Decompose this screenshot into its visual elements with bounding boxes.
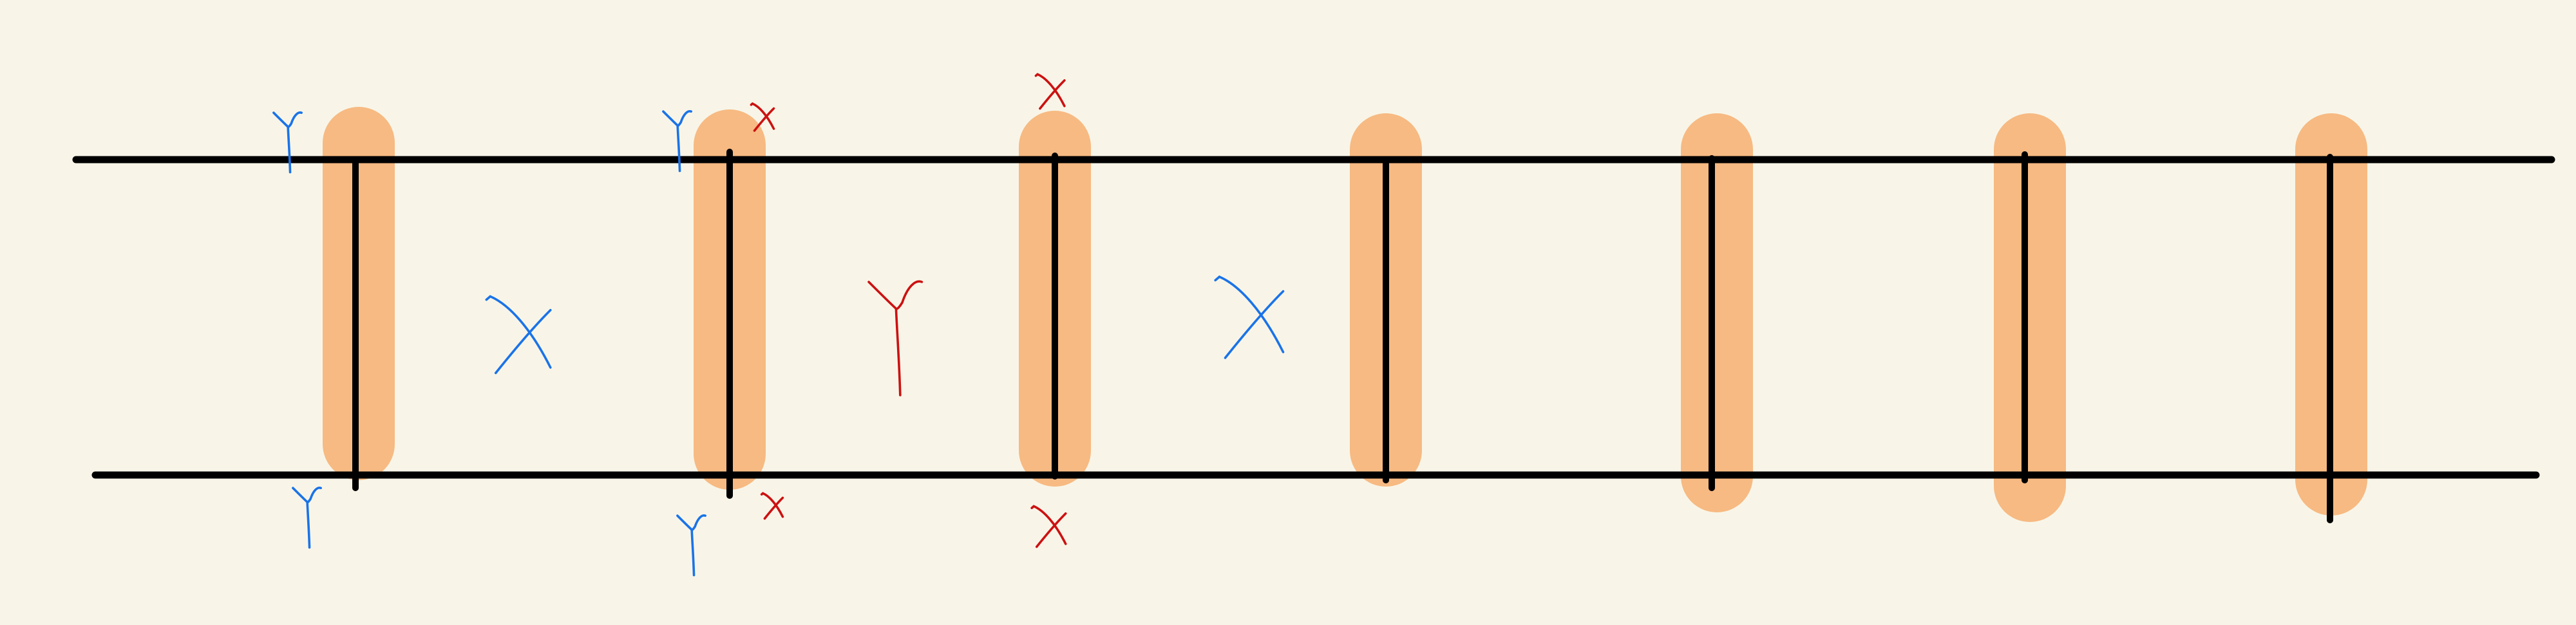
mark-x-top-2: [750, 102, 775, 132]
mark-x-between-1-2: [485, 295, 552, 375]
mark-x-bottom-3: [1030, 505, 1067, 548]
rungs: [352, 149, 2333, 523]
mark-y-bottom-1: [292, 487, 322, 549]
mark-y-top-2: [662, 110, 692, 173]
rails: [72, 156, 2555, 479]
mark-x-top-3: [1034, 73, 1066, 110]
mark-x-bottom-2: [760, 492, 784, 520]
mark-y-top-1: [272, 111, 303, 174]
mark-y-bottom-2: [676, 514, 706, 577]
mark-x-between-3-4: [1214, 275, 1285, 359]
mark-y-between-2-3: [867, 280, 923, 396]
handwritten-marks: [272, 73, 1285, 577]
